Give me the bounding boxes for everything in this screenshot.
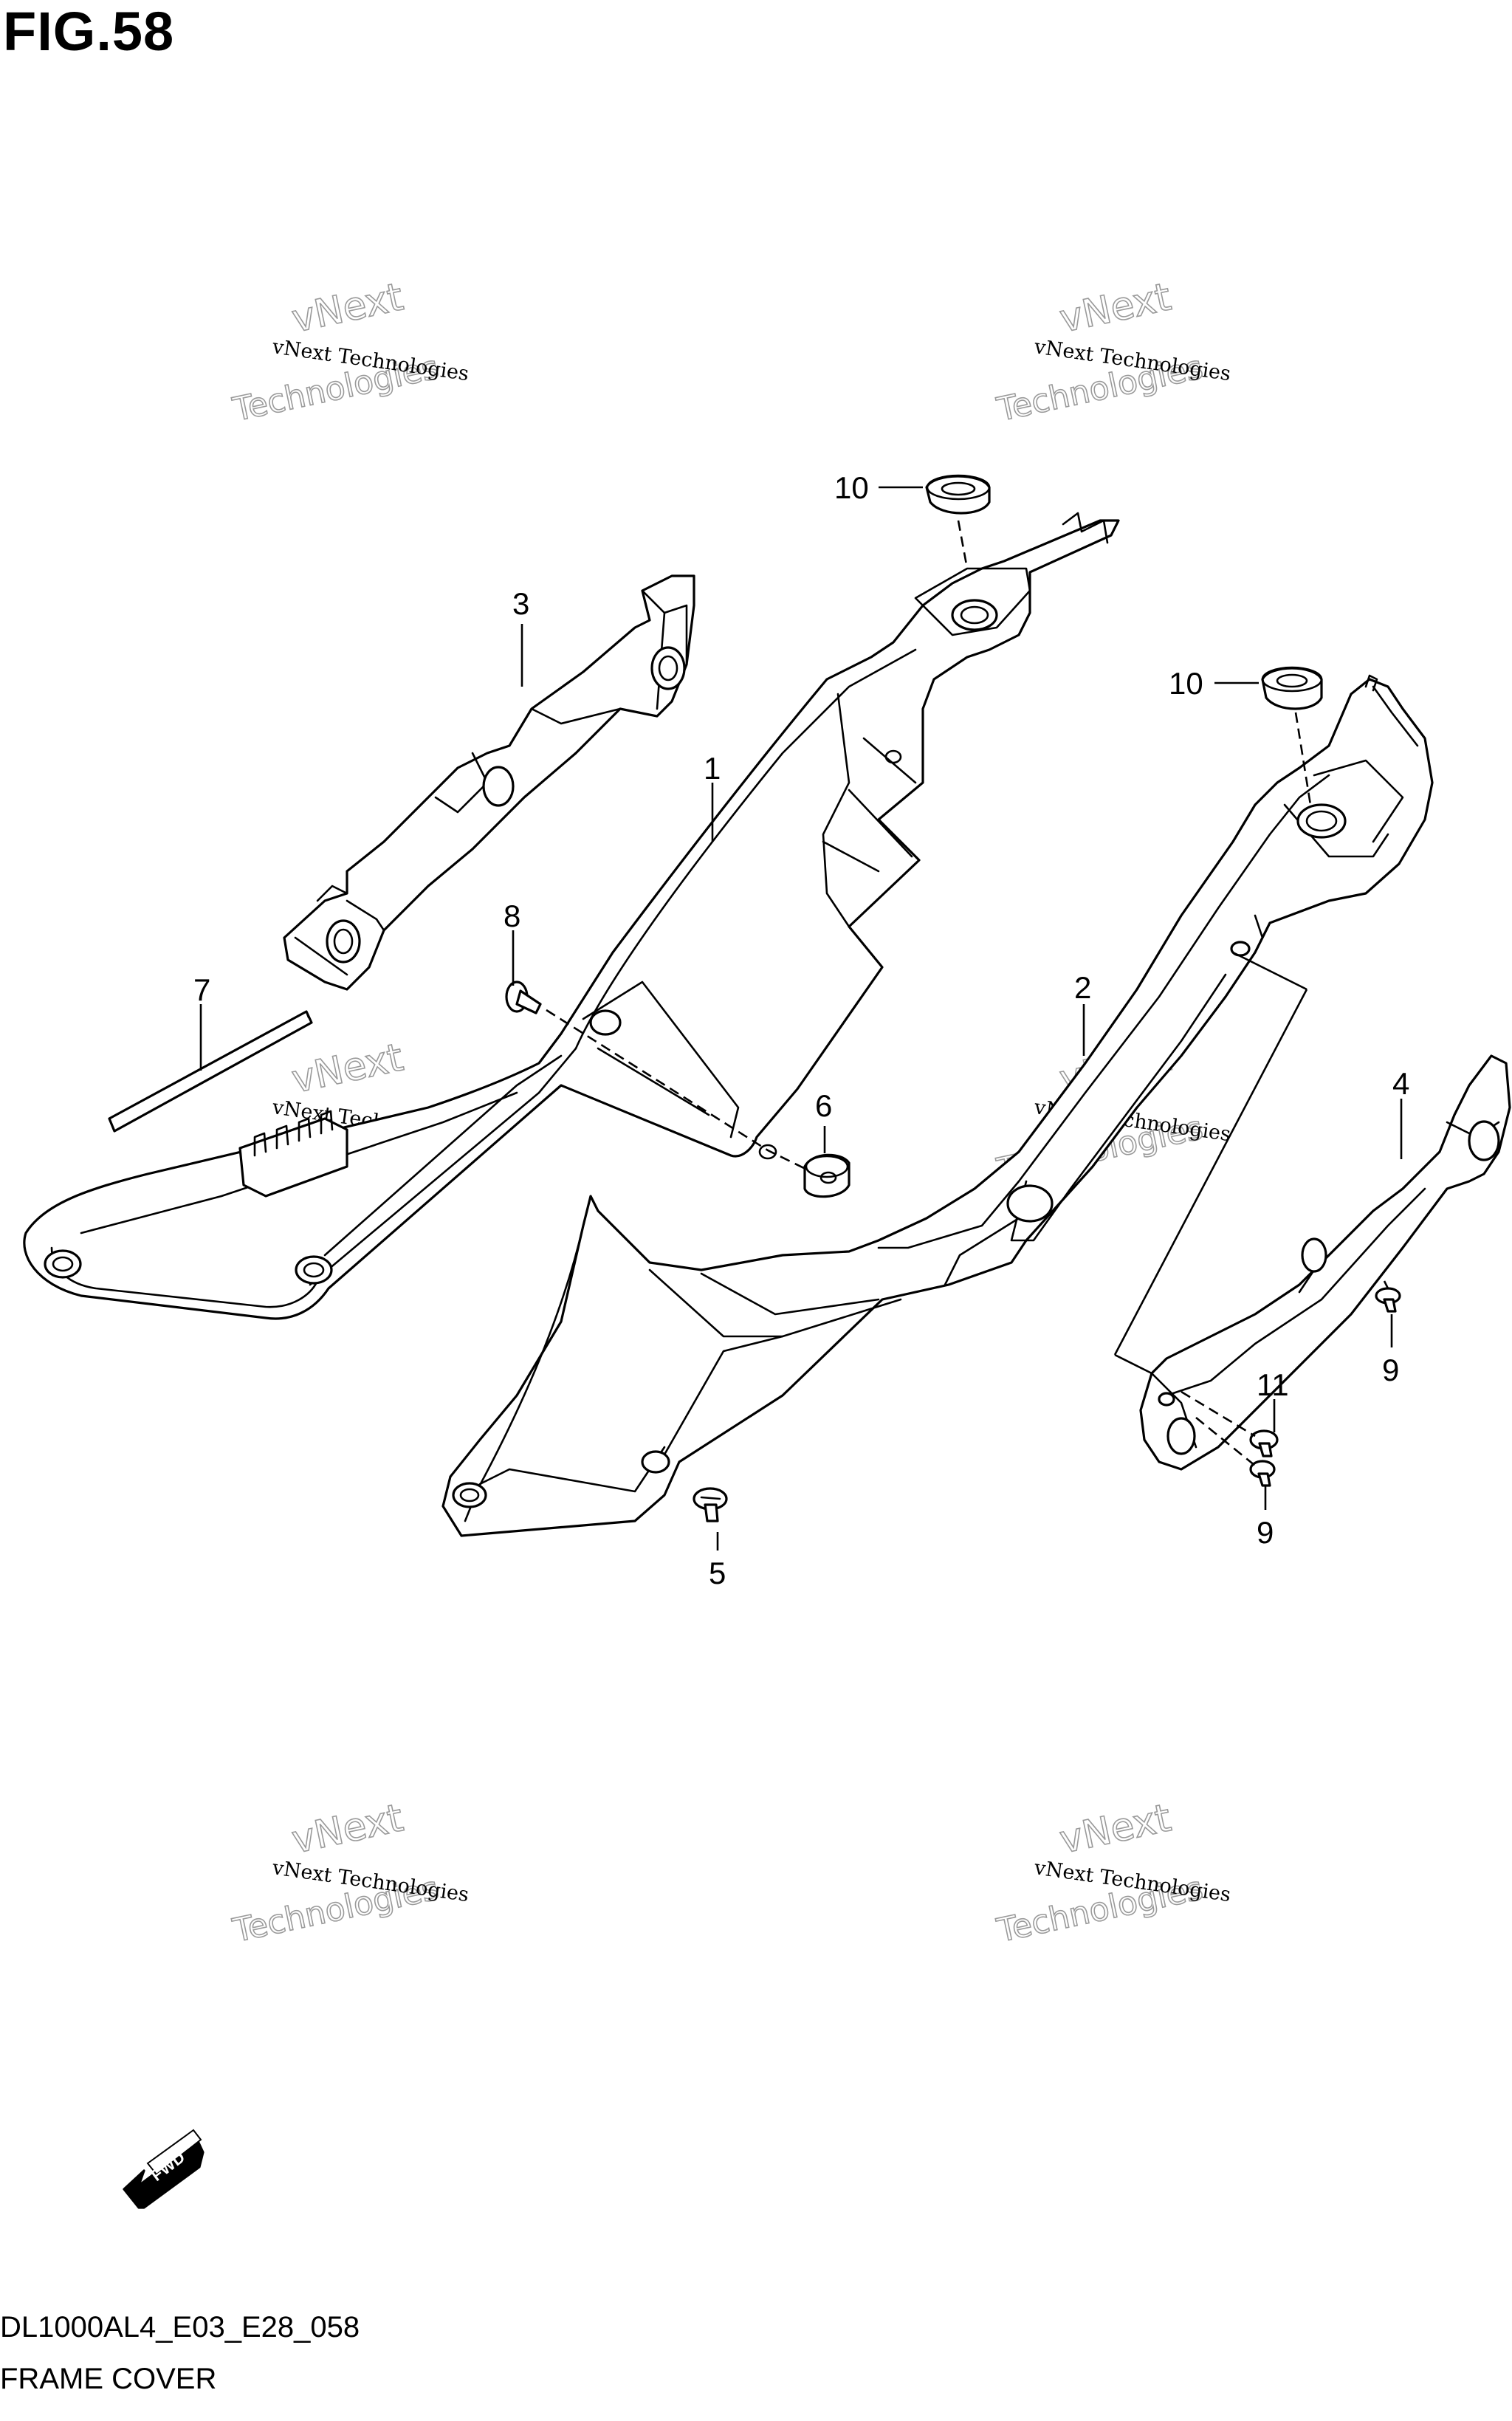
watermark-bottom-right: vNext Technologies vNext Technologies <box>993 1796 1232 1951</box>
assembly-lines <box>546 520 1389 1467</box>
callout-5: 5 <box>709 1556 726 1590</box>
part-8-screw <box>505 981 542 1014</box>
callout-4: 4 <box>1392 1066 1409 1101</box>
part-9-screw-lower <box>1249 1460 1276 1487</box>
svg-text:vNext: vNext <box>288 1796 407 1862</box>
part-6-grommet <box>803 1153 850 1198</box>
callout-9-upper: 9 <box>1382 1353 1399 1387</box>
callout-8: 8 <box>504 899 520 933</box>
part-7-strip <box>108 1010 313 1133</box>
svg-text:vNext: vNext <box>288 275 407 341</box>
part-2-frame-cover-right <box>441 674 1434 1537</box>
part-1-frame-cover-left <box>23 512 1120 1320</box>
figure-title: FIG.58 <box>3 1 175 62</box>
callout-6: 6 <box>815 1088 832 1123</box>
watermark-top-left: vNext Technologies vNext Technologies <box>229 275 470 430</box>
svg-text:vNext: vNext <box>1056 1796 1175 1862</box>
part-3-bracket <box>283 574 695 991</box>
callout-1: 1 <box>704 751 721 786</box>
fwd-arrow-icon: FWD <box>123 2129 205 2209</box>
part-5-screw <box>693 1487 728 1522</box>
part-11-screw <box>1249 1429 1279 1457</box>
callout-11: 11 <box>1257 1367 1289 1402</box>
part-4-bracket <box>1139 1054 1511 1471</box>
callout-labels: 1 2 3 4 5 6 7 8 9 9 10 10 11 <box>193 470 1409 1590</box>
part-10-grommet-right <box>1261 666 1323 710</box>
part-9-screw-upper <box>1375 1287 1401 1313</box>
diagram-caption: FRAME COVER <box>0 2363 217 2395</box>
leader-lines <box>199 486 1403 1551</box>
watermark-bottom-left: vNext Technologies vNext Technologies <box>229 1796 470 1951</box>
callout-3: 3 <box>512 586 529 621</box>
callout-10-left: 10 <box>834 470 869 505</box>
svg-text:vNext: vNext <box>1056 275 1175 341</box>
callout-10-right: 10 <box>1169 666 1203 701</box>
part-10-grommet-left <box>925 474 991 515</box>
callout-9-lower: 9 <box>1257 1515 1274 1550</box>
callout-7: 7 <box>193 972 210 1007</box>
callout-2: 2 <box>1074 970 1091 1005</box>
watermark-top-right: vNext Technologies vNext Technologies <box>993 275 1232 430</box>
diagram-code: DL1000AL4_E03_E28_058 <box>0 2311 360 2343</box>
svg-text:vNext: vNext <box>288 1035 407 1102</box>
